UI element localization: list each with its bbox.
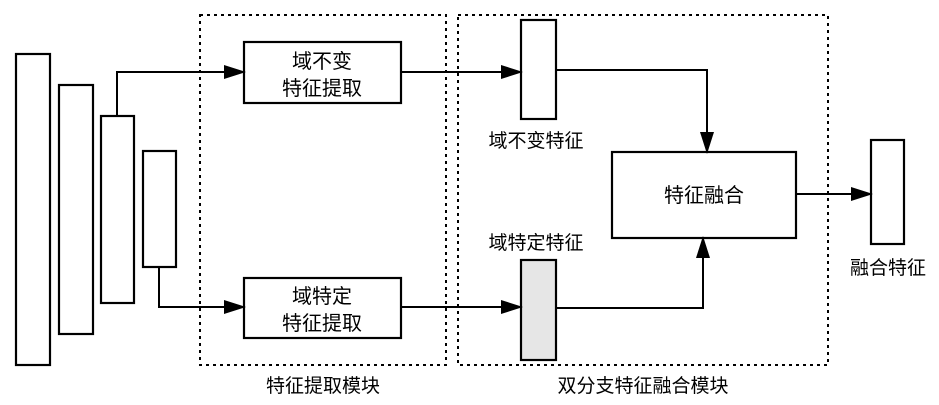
invariant-extractor-block <box>242 40 403 105</box>
specific-extractor-block <box>242 276 403 340</box>
dual-branch-fusion-module-label: 双分支特征融合模块 <box>557 375 728 397</box>
specific-feature-label: 域特定特征 <box>488 232 583 254</box>
invariant-feature-vector <box>519 18 558 121</box>
dual-branch-fusion-module-frame <box>457 14 829 366</box>
fused-feature-label: 融合特征 <box>850 257 926 279</box>
arrow-backbone-to-specific-extractor <box>158 267 246 314</box>
backbone-layer-3 <box>99 114 136 305</box>
backbone-layer-1 <box>14 52 52 367</box>
feature-extraction-module-label: 特征提取模块 <box>266 375 380 397</box>
fusion-block-label: 特征融合 <box>664 183 744 207</box>
backbone-layer-4 <box>141 149 178 269</box>
specific-extractor-label-line2: 特征提取 <box>282 311 362 335</box>
arrow-backbone-to-invariant-extractor <box>116 65 246 116</box>
backbone-layer-2 <box>57 83 95 336</box>
arrow-invariant-feature-to-fusion <box>556 69 714 154</box>
fused-feature-vector <box>869 138 906 246</box>
invariant-extractor-label-line2: 特征提取 <box>282 76 362 100</box>
specific-feature-vector <box>519 258 558 362</box>
arrow-specific-feature-to-fusion <box>556 236 710 309</box>
specific-extractor-label-line1: 域特定 <box>292 284 352 308</box>
invariant-extractor-label-line1: 域不变 <box>292 49 352 73</box>
backbone-encoder <box>14 52 178 367</box>
feature-extraction-module-frame <box>199 14 447 366</box>
invariant-feature-label: 域不变特征 <box>488 130 583 152</box>
